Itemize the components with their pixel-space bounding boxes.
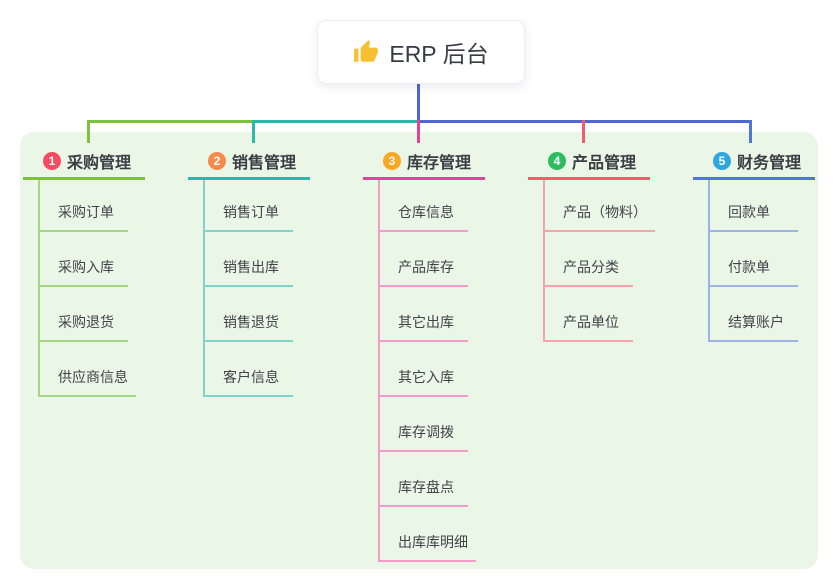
branch-product: 4 产品管理产品（物料） 产品分类产品单位 [528,143,655,342]
child-node-product-2[interactable]: 产品分类 [545,257,633,287]
branch-inventory: 3 库存管理仓库信息产品库存其它出库其它入库库存调拨库存盘点出库库明细 [363,143,485,562]
child-node-finance-3[interactable]: 结算账户 [710,312,798,342]
child-node-inventory-7[interactable]: 出库库明细 [380,532,476,562]
child-row: 销售退货 [205,287,310,342]
branch-node-purchase[interactable]: 1 采购管理 [23,143,145,180]
child-node-finance-2[interactable]: 付款单 [710,257,798,287]
child-row: 采购退货 [40,287,145,342]
child-row: 产品分类 [545,232,655,287]
child-node-purchase-3[interactable]: 采购退货 [40,312,128,342]
branch-children: 回款单付款单结算账户 [708,180,815,342]
child-row: 产品库存 [380,232,485,287]
child-row: 库存盘点 [380,452,485,507]
branch-node-finance[interactable]: 5 财务管理 [693,143,815,180]
child-node-sales-4[interactable]: 客户信息 [205,367,293,397]
child-row: 供应商信息 [40,342,145,397]
child-node-inventory-1[interactable]: 仓库信息 [380,202,468,232]
root-connector-line [417,82,420,122]
child-node-product-3[interactable]: 产品单位 [545,312,633,342]
branch-children: 采购订单采购入库采购退货供应商信息 [38,180,145,397]
child-row: 仓库信息 [380,180,485,232]
branch-number-badge: 3 [383,152,401,170]
child-node-sales-3[interactable]: 销售退货 [205,312,293,342]
branch-title: 库存管理 [407,155,472,172]
child-row: 结算账户 [710,287,815,342]
connector-drop [417,120,420,143]
branch-children: 仓库信息产品库存其它出库其它入库库存调拨库存盘点出库库明细 [378,180,485,562]
branch-number-badge: 5 [713,152,731,170]
branch-children: 产品（物料） 产品分类产品单位 [543,180,655,342]
child-node-inventory-6[interactable]: 库存盘点 [380,477,468,507]
branch-title: 采购管理 [67,155,132,172]
child-row: 其它入库 [380,342,485,397]
child-row: 客户信息 [205,342,310,397]
child-node-purchase-2[interactable]: 采购入库 [40,257,128,287]
child-row: 销售订单 [205,180,310,232]
connector-drop [749,120,752,143]
branch-title: 销售管理 [232,155,297,172]
child-row: 回款单 [710,180,815,232]
branch-children: 销售订单销售出库销售退货客户信息 [203,180,310,397]
connector-drop [582,120,585,143]
branch-finance: 5 财务管理回款单付款单结算账户 [693,143,815,342]
branch-purchase: 1 采购管理采购订单采购入库采购退货供应商信息 [23,143,145,397]
child-row: 销售出库 [205,232,310,287]
mindmap-panel [20,132,818,569]
thumbs-up-icon [353,39,379,65]
child-row: 库存调拨 [380,397,485,452]
child-node-inventory-4[interactable]: 其它入库 [380,367,468,397]
branch-sales: 2 销售管理销售订单销售出库销售退货客户信息 [188,143,310,397]
branch-title: 产品管理 [572,155,637,172]
child-node-product-1[interactable]: 产品（物料） [545,202,655,232]
connector-trunk-segment [252,120,417,123]
child-row: 出库库明细 [380,507,485,562]
child-node-inventory-2[interactable]: 产品库存 [380,257,468,287]
connector-drop [252,120,255,143]
child-row: 产品单位 [545,287,655,342]
child-node-sales-2[interactable]: 销售出库 [205,257,293,287]
branch-node-inventory[interactable]: 3 库存管理 [363,143,485,180]
child-row: 产品（物料） [545,180,655,232]
connector-drop [87,120,90,143]
branch-number-badge: 4 [548,152,566,170]
child-node-sales-1[interactable]: 销售订单 [205,202,293,232]
child-row: 其它出库 [380,287,485,342]
child-node-finance-1[interactable]: 回款单 [710,202,798,232]
child-row: 采购入库 [40,232,145,287]
connector-trunk-segment [87,120,252,123]
child-node-purchase-4[interactable]: 供应商信息 [40,367,136,397]
child-node-inventory-3[interactable]: 其它出库 [380,312,468,342]
child-row: 付款单 [710,232,815,287]
branch-number-badge: 1 [43,152,61,170]
branch-node-product[interactable]: 4 产品管理 [528,143,650,180]
child-node-purchase-1[interactable]: 采购订单 [40,202,128,232]
root-node[interactable]: ERP 后台 [317,20,525,84]
branch-title: 财务管理 [737,155,802,172]
branch-number-badge: 2 [208,152,226,170]
child-row: 采购订单 [40,180,145,232]
root-node-label: ERP 后台 [389,41,489,67]
child-node-inventory-5[interactable]: 库存调拨 [380,422,468,452]
branch-node-sales[interactable]: 2 销售管理 [188,143,310,180]
